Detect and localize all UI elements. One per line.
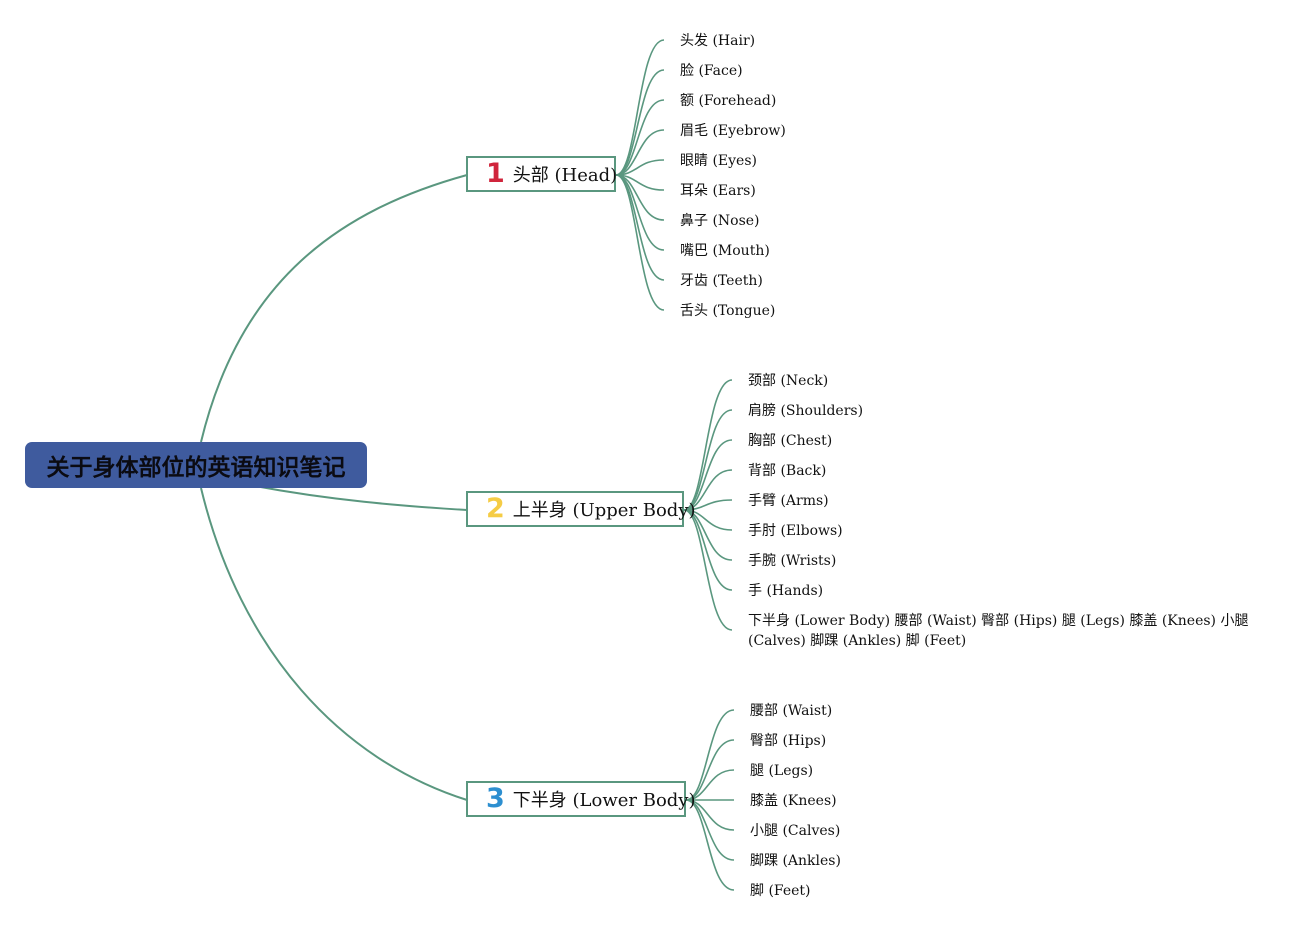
leaf-connector-lower-body <box>685 739 735 801</box>
leaf-upper-lower-body-list[interactable]: 下半身 (Lower Body) 腰部 (Waist) 臀部 (Hips) 腿 … <box>748 613 1249 649</box>
leaf-upper-neck[interactable]: 颈部 (Neck) <box>748 373 829 389</box>
leaf-lower-ankles[interactable]: 脚踝 (Ankles) <box>750 853 841 869</box>
leaf-upper-elbows[interactable]: 手肘 (Elbows) <box>748 523 843 539</box>
number-2-icon: 2 <box>486 493 505 524</box>
branch-head[interactable]: 1 头部 (Head) <box>466 156 618 192</box>
branch-lower-body[interactable]: 3 下半身 (Lower Body) <box>466 781 696 817</box>
root-node[interactable]: 关于身体部位的英语知识笔记 <box>25 442 367 488</box>
leaf-lower-waist[interactable]: 腰部 (Waist) <box>750 703 833 719</box>
leaf-lower-hips[interactable]: 臀部 (Hips) <box>750 733 827 749</box>
leaf-connector-lower-body <box>685 799 735 891</box>
leaf-connector-upper-body <box>683 409 733 511</box>
leaf-head-forehead[interactable]: 额 (Forehead) <box>680 93 777 109</box>
leaf-connector-head <box>615 174 665 281</box>
leaf-head-eyes[interactable]: 眼睛 (Eyes) <box>680 153 757 169</box>
leaf-upper-shoulders[interactable]: 肩膀 (Shoulders) <box>748 403 864 419</box>
leaf-connector-lower-body <box>685 709 735 801</box>
branch-label-upper-body: 上半身 (Upper Body) <box>512 500 696 521</box>
leaf-upper-chest[interactable]: 胸部 (Chest) <box>748 433 833 449</box>
leaf-upper-hands[interactable]: 手 (Hands) <box>748 583 824 599</box>
leaf-connector-upper-body <box>683 439 733 511</box>
branch-label-lower-body: 下半身 (Lower Body) <box>512 790 696 811</box>
leaf-connector-head <box>615 99 665 176</box>
leaf-head-face[interactable]: 脸 (Face) <box>680 63 743 79</box>
leaf-connector-head <box>615 69 665 176</box>
root-title: 关于身体部位的英语知识笔记 <box>46 455 346 481</box>
branch-upper-body[interactable]: 2 上半身 (Upper Body) <box>466 491 696 527</box>
root-to-lower-body-connector <box>200 487 468 801</box>
root-to-head-connector <box>200 174 468 443</box>
leaf-head-tongue[interactable]: 舌头 (Tongue) <box>680 303 776 319</box>
leaf-lower-legs[interactable]: 腿 (Legs) <box>750 763 814 779</box>
number-1-icon: 1 <box>486 158 505 189</box>
leaf-upper-wrists[interactable]: 手腕 (Wrists) <box>748 553 837 569</box>
leaf-connector-head <box>615 174 665 311</box>
leaf-head-hair[interactable]: 头发 (Hair) <box>680 33 756 49</box>
leaf-connector-head <box>615 129 665 176</box>
leaf-connector-head <box>615 39 665 176</box>
number-3-icon: 3 <box>486 783 505 814</box>
leaf-lower-calves[interactable]: 小腿 (Calves) <box>750 823 841 839</box>
leaf-connectors <box>615 39 735 891</box>
leaf-upper-back[interactable]: 背部 (Back) <box>748 463 827 479</box>
leaf-upper-arms[interactable]: 手臂 (Arms) <box>748 493 829 509</box>
branch-label-head: 头部 (Head) <box>512 165 618 186</box>
leaf-head-mouth[interactable]: 嘴巴 (Mouth) <box>680 243 770 259</box>
leaf-lower-knees[interactable]: 膝盖 (Knees) <box>750 793 837 809</box>
leaf-connector-head <box>615 174 665 251</box>
leaf-lower-feet[interactable]: 脚 (Feet) <box>750 883 811 899</box>
leaf-head-ears[interactable]: 耳朵 (Ears) <box>680 183 756 199</box>
root-to-upper-body-connector <box>254 485 468 511</box>
leaf-head-nose[interactable]: 鼻子 (Nose) <box>680 213 760 229</box>
leaf-connector-lower-body <box>685 769 735 801</box>
leaf-head-eyebrow[interactable]: 眉毛 (Eyebrow) <box>680 123 786 139</box>
leaf-connector-upper-body <box>683 509 733 631</box>
leaf-connector-upper-body <box>683 379 733 511</box>
leaf-head-teeth[interactable]: 牙齿 (Teeth) <box>680 273 763 289</box>
